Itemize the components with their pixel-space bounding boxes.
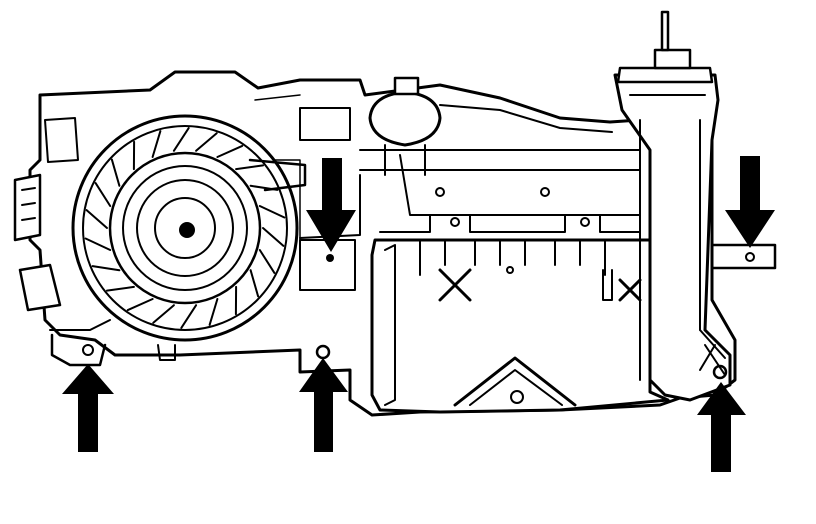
blower-fin (152, 304, 175, 324)
center-lower-mount-arrow (299, 344, 348, 452)
blower-fin (249, 269, 260, 298)
blower-fin (94, 182, 112, 207)
blower-fin (208, 298, 219, 326)
blower-fin (172, 127, 190, 152)
blower-fin (106, 285, 135, 292)
center-upper-mount-arrow (299, 158, 356, 291)
blower-fin (262, 227, 285, 247)
blower-fin (84, 237, 112, 251)
blower-mount-arrow (62, 344, 114, 452)
right-tower (613, 10, 732, 402)
blower-fin (258, 249, 276, 274)
right-upper-mount-arrow (710, 156, 777, 270)
left-duct-assembly (13, 117, 111, 367)
blower-fin (151, 130, 162, 158)
blower-fin (85, 209, 108, 229)
blower-assembly (71, 114, 307, 361)
filter-cap (368, 76, 442, 176)
blower-fin (91, 265, 121, 272)
blower-fin (258, 205, 286, 219)
blower-fin (126, 298, 154, 312)
blower-fin (110, 158, 121, 187)
blower-fin (235, 164, 264, 171)
blower-fin (216, 144, 244, 158)
right-lower-mount-arrow (697, 364, 746, 472)
blower-fin (180, 304, 198, 329)
blower-fin (195, 132, 218, 152)
